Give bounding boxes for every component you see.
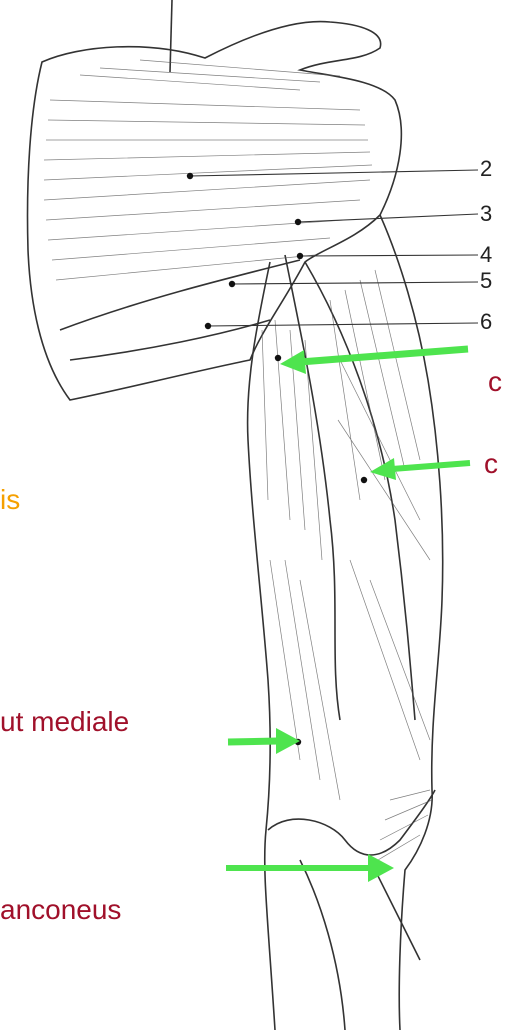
label-anconeus: anconeus <box>0 896 121 924</box>
label-caput-longum: c <box>488 368 502 396</box>
upper-arm-outline <box>248 215 443 1030</box>
label-number-4: 4 <box>480 244 492 266</box>
arrow-caput-laterale <box>370 458 470 480</box>
label-number-2: 2 <box>480 158 492 180</box>
arrow-anconeus <box>226 854 394 882</box>
label-latissimus: is <box>0 486 20 514</box>
lateral-head-edge <box>305 262 415 720</box>
arrow-caput-mediale <box>228 728 300 754</box>
label-number-5: 5 <box>480 270 492 292</box>
elbow-outline <box>268 790 435 1030</box>
label-caput-laterale: c <box>484 450 498 478</box>
top-leader-line <box>170 0 172 72</box>
label-caput-mediale: ut mediale <box>0 708 129 736</box>
label-number-3: 3 <box>480 203 492 225</box>
label-number-6: 6 <box>480 311 492 333</box>
